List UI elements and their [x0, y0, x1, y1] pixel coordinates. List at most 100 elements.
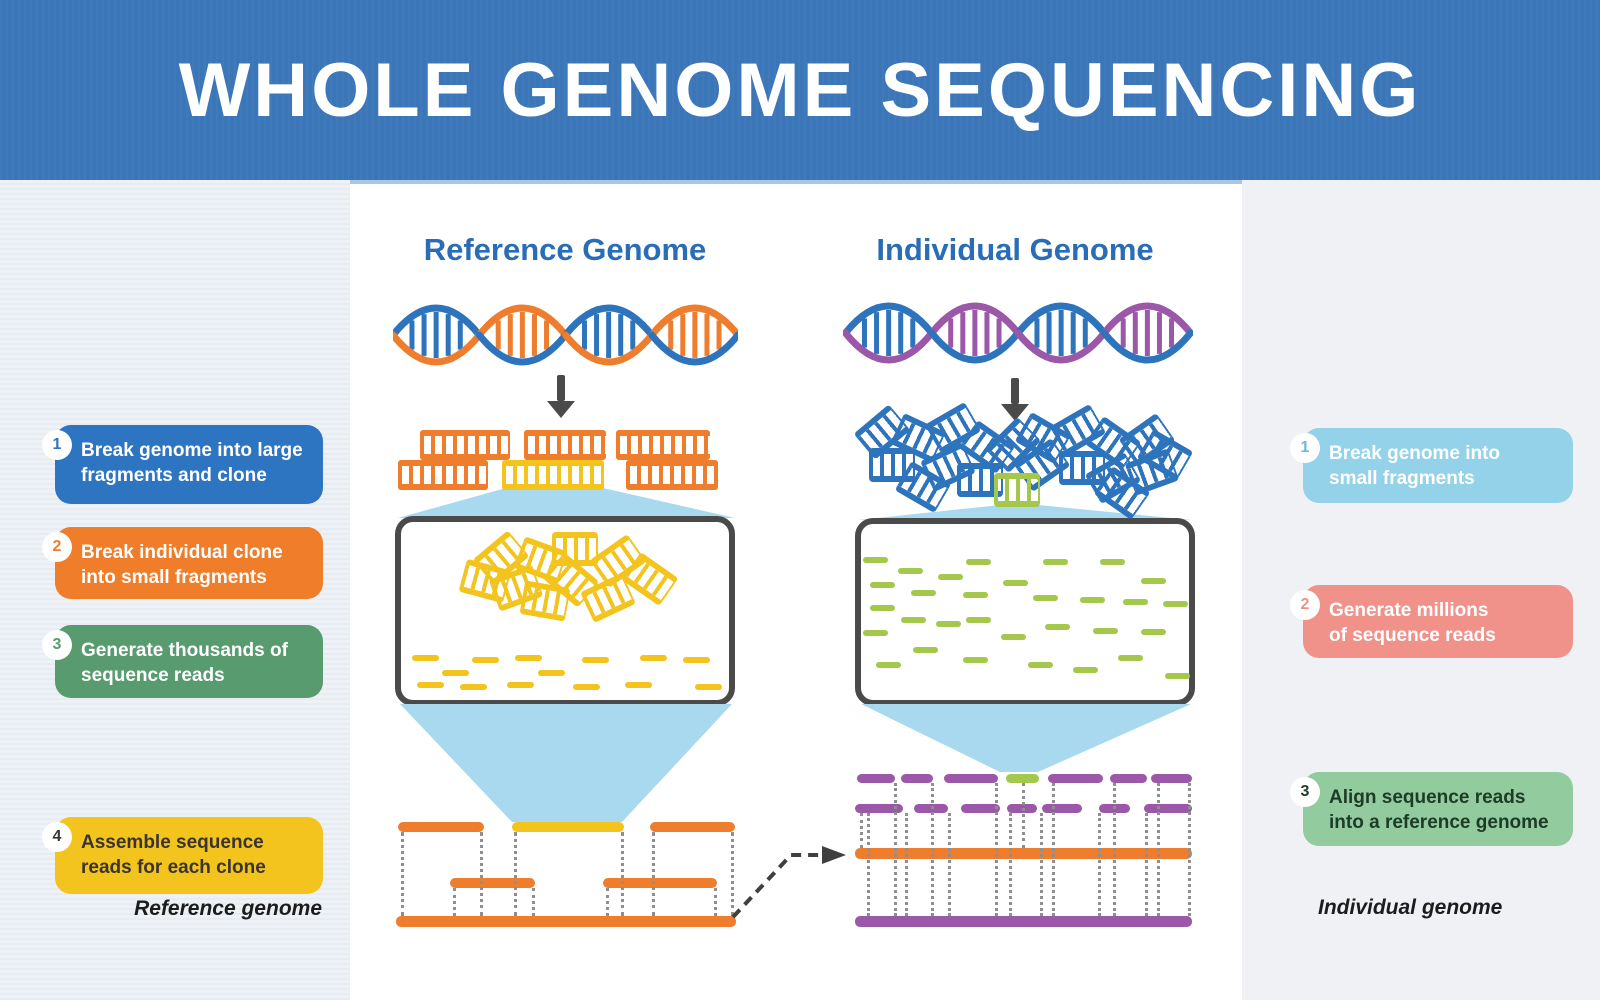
alignment-dotted-line [514, 832, 517, 916]
dna-fragment [616, 430, 710, 460]
step-number-badge: 3 [42, 630, 72, 660]
aligned-read-bar [1048, 774, 1103, 783]
aligned-read-bar [855, 848, 1192, 859]
alignment-dotted-line [621, 832, 624, 916]
ind-step-3: 3 Align sequence reads into a reference … [1290, 772, 1573, 846]
alignment-dotted-line [1009, 813, 1012, 916]
alignment-dotted-line [905, 813, 908, 916]
sequence-read [1033, 595, 1058, 601]
step-label: Assemble sequence reads for each clone [81, 832, 266, 879]
step-number-badge: 1 [42, 430, 72, 460]
dna-fragment-small [994, 473, 1040, 507]
assembled-contig-bar [396, 916, 736, 927]
reference-dna-helix-icon [393, 304, 738, 366]
sequence-read [1003, 580, 1028, 586]
assembled-contig-bar [398, 822, 484, 832]
alignment-dotted-line [714, 888, 717, 916]
aligned-read-bar [961, 804, 1000, 813]
step-number-badge: 4 [42, 822, 72, 852]
alignment-dotted-line [995, 783, 998, 916]
sequence-read [966, 559, 991, 565]
alignment-dotted-line [948, 813, 951, 916]
sequence-read [1073, 667, 1098, 673]
down-arrow-icon [1000, 378, 1030, 421]
individual-magnified-box [855, 518, 1195, 706]
alignment-dotted-line [401, 832, 404, 916]
ind-step-1: 1 Break genome into small fragments [1290, 428, 1573, 503]
assembled-contig-bar [450, 878, 535, 888]
individual-genome-heading: Individual Genome [876, 232, 1154, 267]
sequence-read [870, 582, 895, 588]
step-label: Break individual clone into small fragme… [81, 542, 283, 589]
aligned-read-bar [901, 774, 933, 783]
sequence-read [863, 630, 888, 636]
reference-genome-heading: Reference Genome [423, 232, 707, 267]
alignment-dotted-line [1098, 813, 1101, 916]
sequence-read [538, 670, 565, 676]
alignment-dotted-line [1052, 783, 1055, 916]
sequence-read [876, 662, 901, 668]
step-label: Generate millions of sequence reads [1329, 600, 1496, 647]
sequence-read [625, 682, 652, 688]
sequence-read [1043, 559, 1068, 565]
sequence-read [573, 684, 600, 690]
title-banner: WHOLE GENOME SEQUENCING [0, 0, 1600, 184]
alignment-dotted-line [931, 783, 934, 916]
sequence-read [507, 682, 534, 688]
sequence-read [963, 657, 988, 663]
sequence-read [963, 592, 988, 598]
alignment-dotted-line [1113, 783, 1116, 916]
alignment-dotted-line [1157, 783, 1160, 916]
step-number-badge: 1 [1290, 433, 1320, 463]
sequence-read [898, 568, 923, 574]
sequence-read [870, 605, 895, 611]
ref-step-1: 1 Break genome into large fragments and … [42, 425, 323, 504]
dna-fragment [398, 460, 488, 490]
step-number-badge: 2 [42, 532, 72, 562]
page-title: WHOLE GENOME SEQUENCING [178, 47, 1422, 133]
sequence-read [1141, 629, 1166, 635]
ref-step-3: 3 Generate thousands of sequence reads [42, 625, 323, 698]
ref-step-2: 2 Break individual clone into small frag… [42, 527, 323, 599]
sequence-read [582, 657, 609, 663]
sequence-read [1123, 599, 1148, 605]
step-number-badge: 2 [1290, 590, 1320, 620]
step-label: Align sequence reads into a reference ge… [1329, 787, 1549, 834]
step-label: Generate thousands of sequence reads [81, 640, 288, 687]
sequence-read [442, 670, 469, 676]
sequence-read [936, 621, 961, 627]
sequence-read [966, 617, 991, 623]
sequence-read [460, 684, 487, 690]
sequence-read [515, 655, 542, 661]
alignment-dotted-line [453, 888, 456, 916]
sequence-read [1028, 662, 1053, 668]
sequence-read [911, 590, 936, 596]
sequence-read [1141, 578, 1166, 584]
step-number-badge: 3 [1290, 777, 1320, 807]
aligned-read-bar [1151, 774, 1192, 783]
aligned-read-bar [1144, 804, 1192, 813]
sequence-read [640, 655, 667, 661]
sequence-read [1118, 655, 1143, 661]
alignment-dotted-line [860, 813, 863, 848]
dna-fragment [524, 430, 606, 460]
dna-fragment [420, 430, 510, 460]
aligned-read-bar [1006, 774, 1039, 783]
aligned-read-bar [855, 804, 903, 813]
sequence-read [1163, 601, 1188, 607]
sequence-read [1093, 628, 1118, 634]
assembled-contig-bar [512, 822, 624, 832]
alignment-dotted-line [480, 832, 483, 916]
dna-fragment-small [519, 580, 571, 622]
aligned-read-bar [944, 774, 998, 783]
ref-step-4: 4 Assemble sequence reads for each clone [42, 817, 323, 894]
sequence-read [1165, 673, 1190, 679]
alignment-dotted-line [1022, 783, 1025, 848]
alignment-dotted-line [532, 888, 535, 916]
aligned-read-bar [1110, 774, 1147, 783]
assembled-contig-bar [650, 822, 735, 832]
sequence-read [938, 574, 963, 580]
alignment-dotted-line [1145, 813, 1148, 916]
